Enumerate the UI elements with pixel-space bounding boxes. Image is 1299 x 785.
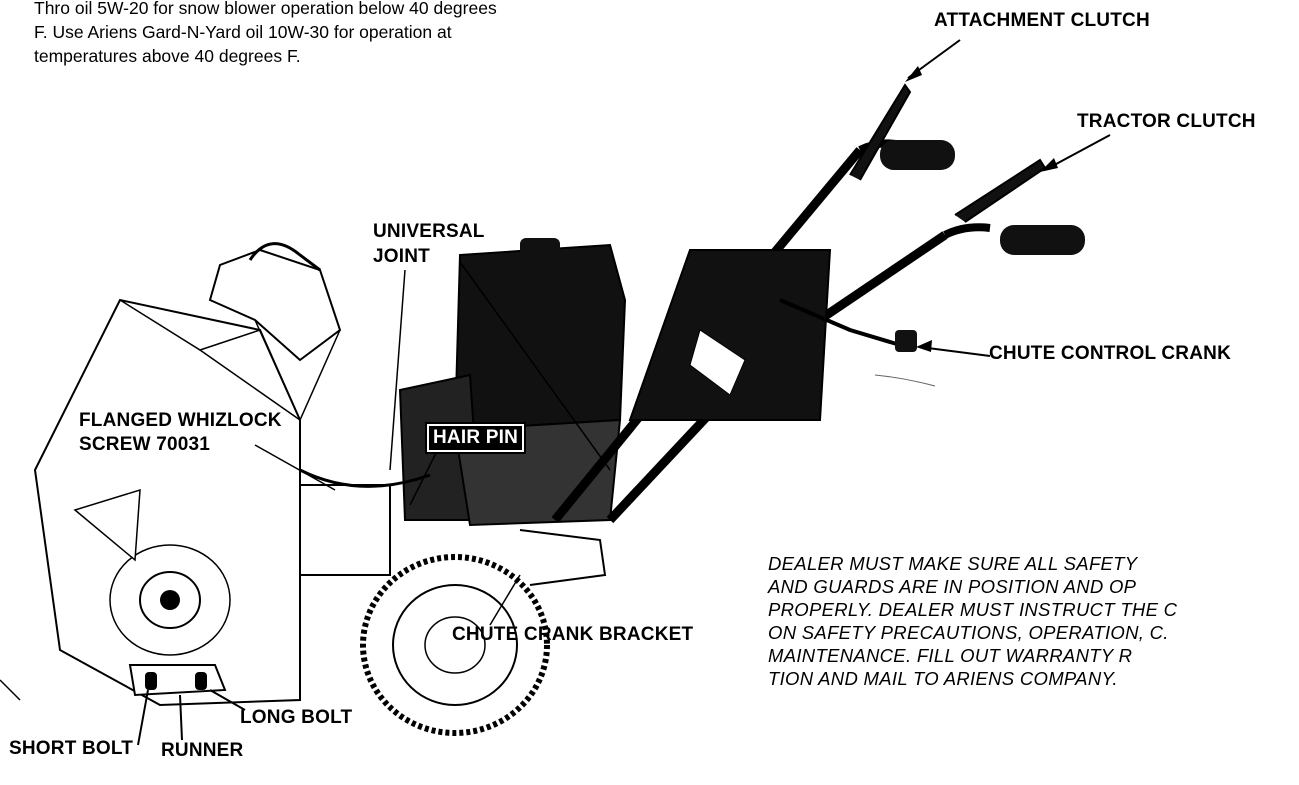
short-bolt-label: SHORT BOLT [9, 738, 134, 759]
tractor-clutch-label: TRACTOR CLUTCH [1077, 111, 1256, 132]
attachment-clutch-label: ATTACHMENT CLUTCH [934, 10, 1150, 31]
runner-label: RUNNER [161, 740, 244, 761]
intro-line: Thro oil 5W-20 for snow blower operation… [34, 0, 497, 18]
note-line: PROPERLY. DEALER MUST INSTRUCT THE C [768, 599, 1178, 620]
chute-control-crank-label: CHUTE CONTROL CRANK [989, 343, 1231, 364]
note-line: DEALER MUST MAKE SURE ALL SAFETY [768, 553, 1138, 574]
hair-pin-label: HAIR PIN [425, 422, 526, 454]
note-line: MAINTENANCE. FILL OUT WARRANTY R [768, 645, 1133, 666]
universal-joint-label-line1: UNIVERSAL [373, 221, 485, 242]
flanged-whizlock-label-line1: FLANGED WHIZLOCK [79, 410, 282, 431]
universal-joint-label-line2: JOINT [373, 246, 430, 267]
dealer-safety-note: DEALER MUST MAKE SURE ALL SAFETY AND GUA… [768, 552, 1299, 690]
intro-line: F. Use Ariens Gard-N-Yard oil 10W-30 for… [34, 22, 452, 42]
chute-crank-bracket-label: CHUTE CRANK BRACKET [452, 624, 694, 645]
note-line: AND GUARDS ARE IN POSITION AND OP [768, 576, 1137, 597]
note-line: ON SAFETY PRECAUTIONS, OPERATION, C. [768, 622, 1169, 643]
flanged-whizlock-label-line2: SCREW 70031 [79, 434, 211, 455]
intro-line: temperatures above 40 degrees F. [34, 46, 301, 66]
oil-instructions: Thro oil 5W-20 for snow blower operation… [34, 0, 694, 68]
note-line: TION AND MAIL TO ARIENS COMPANY. [768, 668, 1118, 689]
long-bolt-label: LONG BOLT [240, 707, 353, 728]
